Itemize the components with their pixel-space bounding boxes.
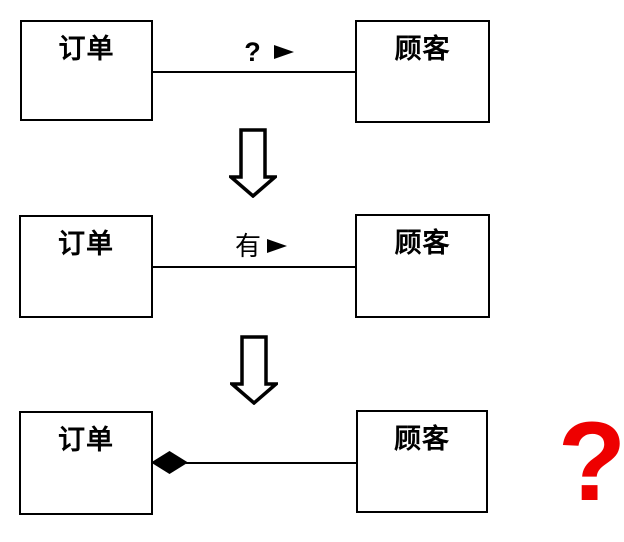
transition-down-arrow-icon <box>226 128 280 199</box>
class-box-label: 订单 <box>58 229 114 259</box>
association-label-step1: ? <box>205 38 333 66</box>
association-label-text: 有 <box>234 231 261 261</box>
class-box-order-step1: 订单 <box>20 20 153 121</box>
association-line-step1 <box>153 71 355 73</box>
class-box-label: 顾客 <box>394 34 451 64</box>
aggregation-diamond-icon <box>151 451 188 474</box>
transition-down-arrow-icon <box>227 335 281 406</box>
arrowhead-right-icon <box>273 45 294 59</box>
class-box-order-step2: 订单 <box>19 215 153 318</box>
class-box-customer-step2: 顾客 <box>355 214 490 318</box>
question-mark-annotation: ? <box>557 399 624 524</box>
class-box-customer-step1: 顾客 <box>355 20 490 123</box>
class-box-label: 顾客 <box>394 228 451 258</box>
class-box-label: 顾客 <box>394 424 450 454</box>
arrowhead-right-icon <box>267 239 287 253</box>
association-label-text: ? <box>244 36 261 67</box>
association-label-step2: 有 <box>197 232 325 260</box>
association-line-step2 <box>153 266 355 268</box>
class-box-customer-step3: 顾客 <box>356 410 488 513</box>
class-box-order-step3: 订单 <box>19 411 153 515</box>
association-line-step3 <box>186 462 356 464</box>
class-box-label: 订单 <box>58 425 114 455</box>
class-box-label: 订单 <box>58 34 115 64</box>
